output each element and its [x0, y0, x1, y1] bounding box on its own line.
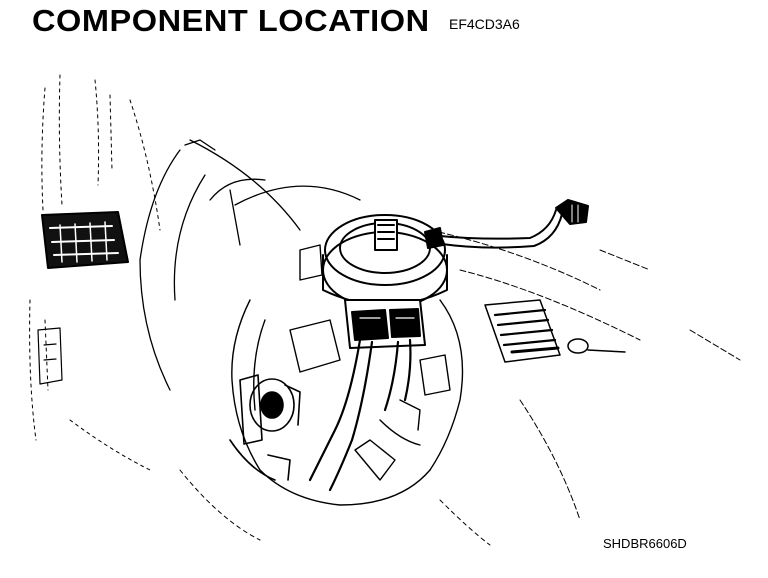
document-code: EF4CD3A6 [449, 16, 520, 32]
column-housing [231, 244, 464, 506]
instrument-panel-edge [429, 229, 741, 521]
clock-spring-harness [439, 199, 589, 249]
dashboard-outline [29, 74, 161, 471]
figure-id: SHDBR6606D [603, 536, 687, 551]
steering-shroud [139, 139, 361, 391]
right-switch-cluster [484, 299, 626, 363]
ignition-assembly [229, 374, 301, 481]
clock-spring [322, 214, 448, 309]
connector-block [344, 299, 426, 349]
left-lower-bracket [37, 327, 63, 385]
page-title: COMPONENT LOCATION [32, 3, 430, 38]
column-wiring [308, 338, 412, 492]
lower-outline [179, 469, 491, 546]
left-switch-panel [41, 211, 129, 269]
